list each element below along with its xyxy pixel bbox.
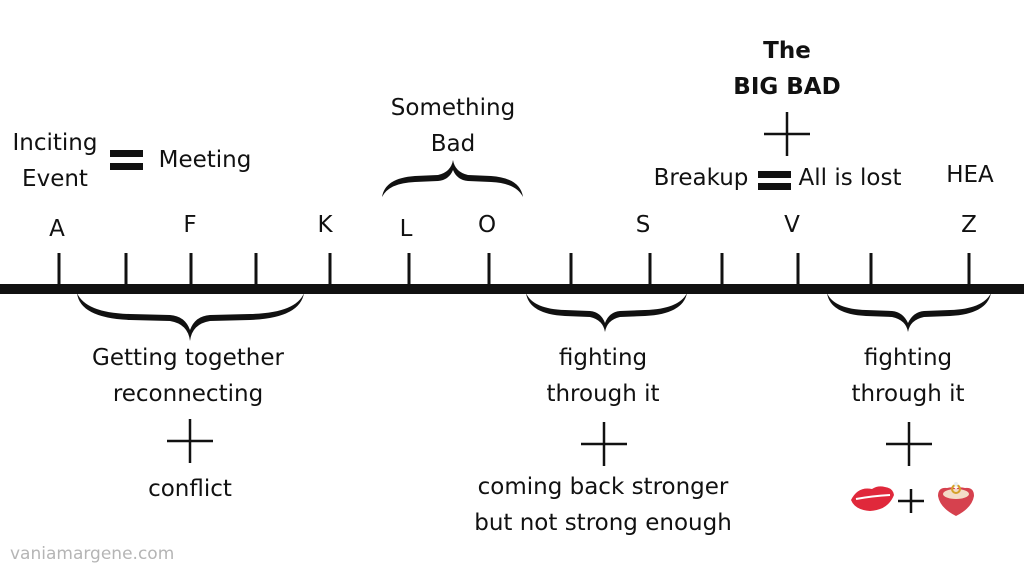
watermark: vaniamargene.com [10,544,175,564]
brace-getting-together [77,293,304,341]
point-s: S [635,212,651,238]
timeline-axis [0,284,1024,294]
label-conflict: conflict [148,476,232,502]
label-big-bad: The BIG BAD [733,33,840,105]
label-meeting: Meeting [158,147,252,173]
ring-box-icon [938,482,974,516]
plus-icon [167,419,213,463]
text-line: BIG BAD [733,74,841,100]
equals-icon [758,171,791,178]
text-line: Getting together [92,345,284,371]
label-hea: HEA [946,162,994,188]
text-line: through it [851,381,965,407]
brace-fighting-1 [526,293,687,332]
point-f: F [183,212,197,238]
point-z: Z [961,212,977,238]
plus-icon [898,489,924,513]
text-line: Bad [430,131,476,157]
plus-icon [581,422,627,466]
label-inciting-event: Inciting Event [13,125,98,197]
timeline-ticks [57,253,971,285]
text-line: Event [22,166,88,192]
text-line: but not strong enough [474,510,732,536]
brace-something-bad [382,160,523,197]
point-v: V [784,212,800,238]
label-coming-back-stronger: coming back stronger but not strong enou… [474,469,732,541]
brace-fighting-2 [827,293,991,332]
text-line: fighting [863,345,953,371]
text-line: Inciting [12,130,98,156]
label-getting-together: Getting together reconnecting [92,340,284,412]
text-line: fighting [558,345,648,371]
text-line: coming back stronger [477,474,729,500]
plus-signs [167,112,932,513]
label-fighting-2: fighting through it [851,340,964,412]
point-o: O [477,212,497,238]
equals-signs [110,150,791,190]
text-line: Something [390,95,516,121]
plus-icon [764,112,810,156]
label-something-bad: Something Bad [391,90,515,162]
label-breakup: Breakup [653,165,749,191]
point-a: A [49,216,65,242]
point-l: L [399,216,413,242]
point-k: K [317,212,333,238]
text-line: reconnecting [112,381,264,407]
label-all-is-lost: All is lost [798,165,902,191]
plus-icon [886,422,932,466]
braces [77,160,991,341]
label-fighting-1: fighting through it [546,340,659,412]
equals-icon [110,150,143,157]
text-line: The [763,38,811,64]
kiss-lips-icon [851,486,894,511]
text-line: through it [546,381,660,407]
